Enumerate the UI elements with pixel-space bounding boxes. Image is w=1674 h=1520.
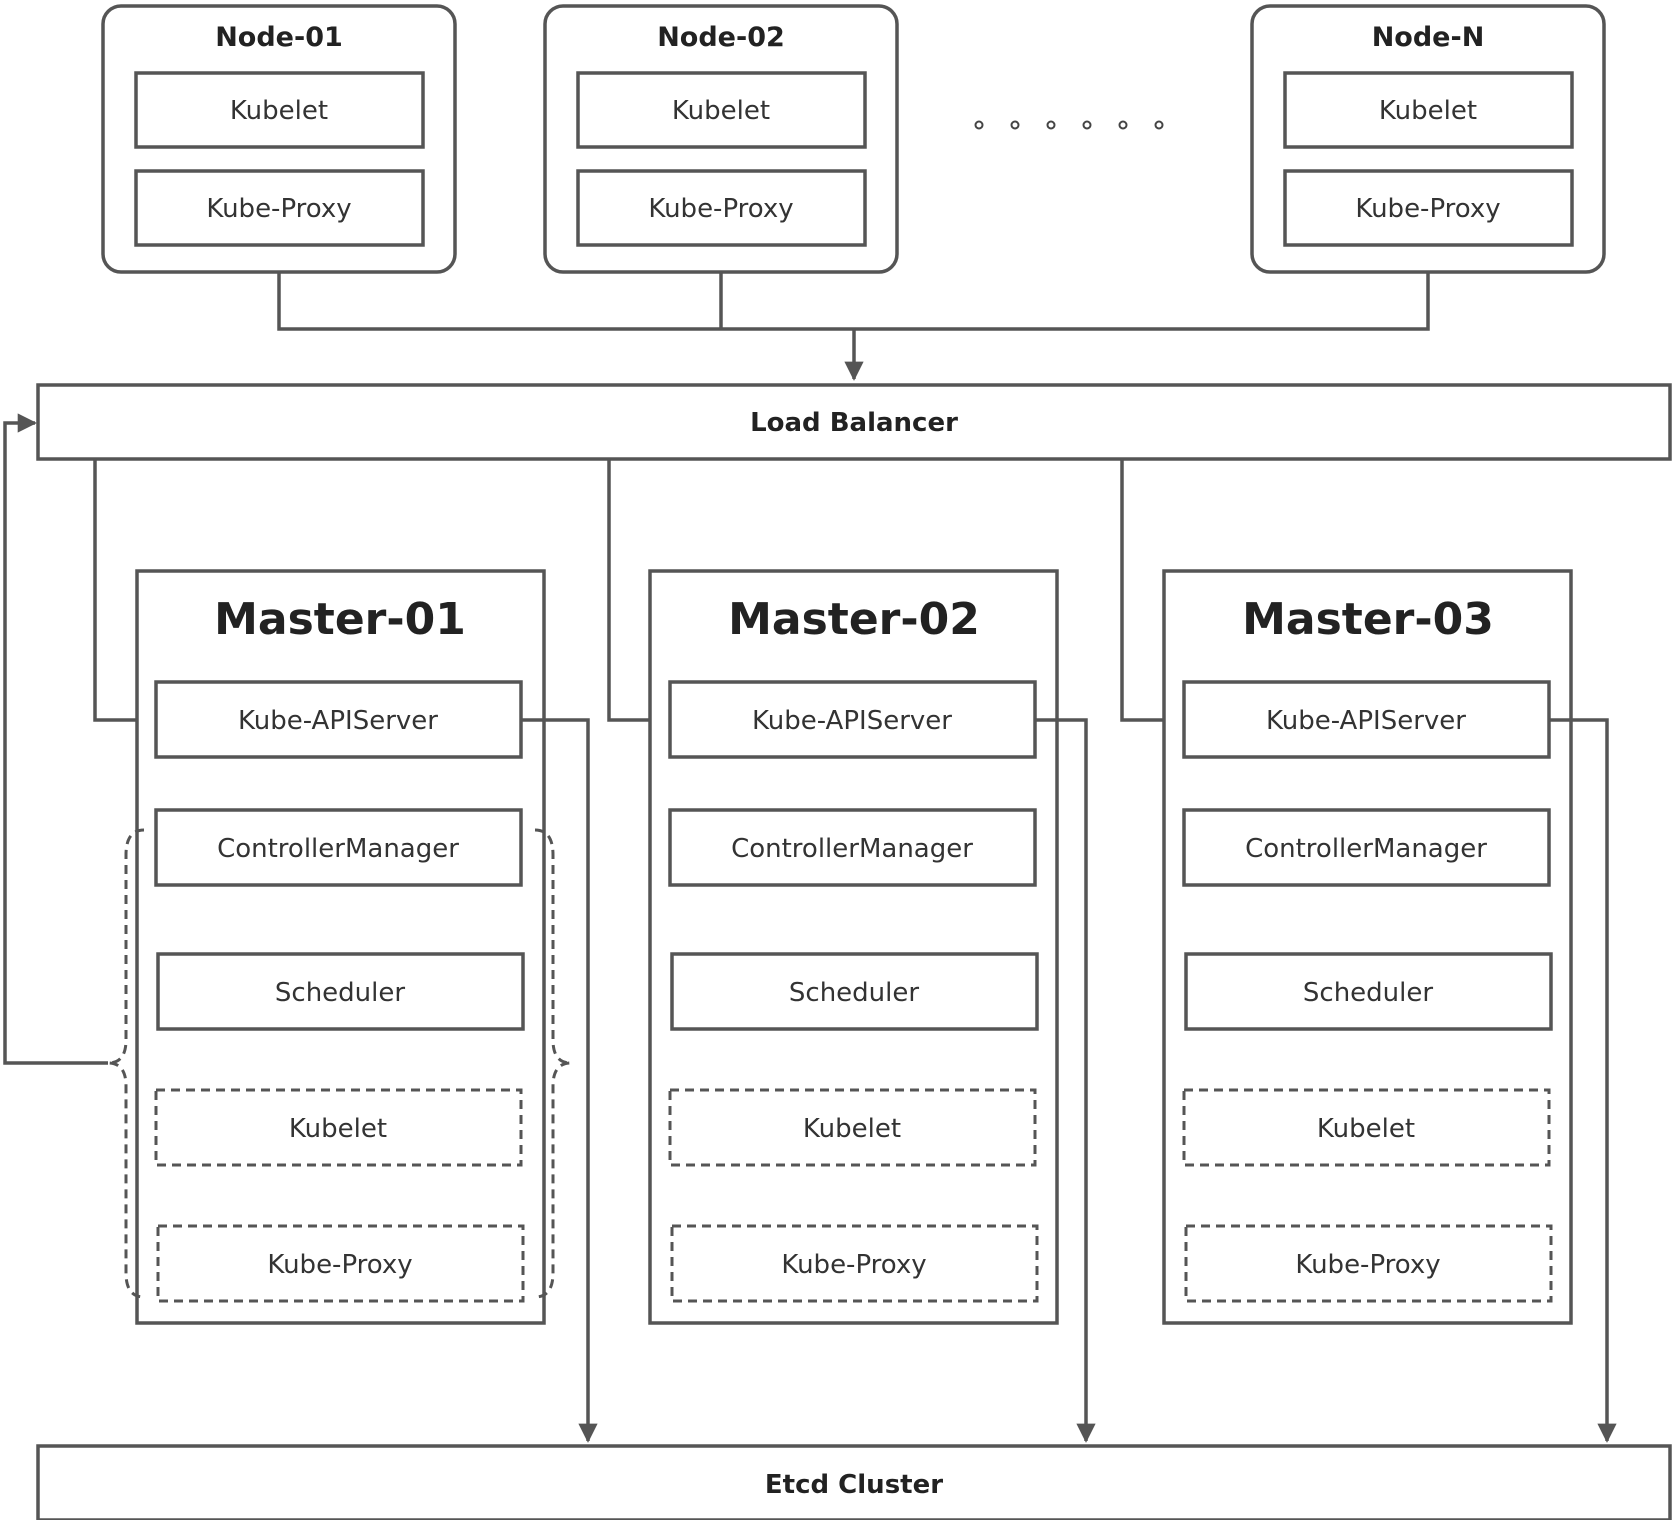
etcd-cluster-label: Etcd Cluster [765, 1470, 943, 1500]
master-03-scheduler-box [1184, 952, 1553, 1031]
node-01: Node-01 Kubelet Kube-Proxy [101, 4, 457, 274]
master-02-kubelet-box [668, 1088, 1037, 1167]
master-03-kube-proxy-label: Kube-Proxy [1295, 1250, 1440, 1280]
etcd-cluster: Etcd Cluster [36, 1444, 1672, 1520]
node-01-kube-proxy-box [134, 169, 425, 247]
load-balancer: Load Balancer [36, 383, 1672, 461]
node-02-kube-proxy-label: Kube-Proxy [648, 194, 793, 224]
ellipsis-dot [1154, 120, 1164, 130]
master-01-kube-proxy-label: Kube-Proxy [267, 1250, 412, 1280]
ellipsis-dots [974, 120, 1164, 130]
node-n-kube-proxy-label: Kube-Proxy [1355, 194, 1500, 224]
load-balancer-label: Load Balancer [750, 408, 958, 438]
node-01-kubelet-box [134, 71, 425, 149]
master-02-scheduler-label: Scheduler [789, 978, 919, 1008]
node-02-title: Node-02 [657, 22, 785, 53]
master-01-right-brace [534, 828, 572, 1299]
node-n-kube-proxy-box [1283, 169, 1574, 247]
master-03-apiserver-box [1182, 680, 1551, 759]
node-01-kubelet-label: Kubelet [230, 96, 328, 126]
node-01-kube-proxy-label: Kube-Proxy [206, 194, 351, 224]
master-02-kubelet-label: Kubelet [803, 1114, 901, 1144]
node-02: Node-02 Kubelet Kube-Proxy [543, 4, 899, 274]
lb-to-master-01-apiserver-arrow [93, 459, 155, 730]
master-01-kube-proxy-box [156, 1224, 525, 1303]
ellipsis-dot [1118, 120, 1128, 130]
master-01-scheduler-box [156, 952, 525, 1031]
master-03: Master-03 Kube-APIServer ControllerManag… [1162, 569, 1573, 1325]
master-03-scheduler-label: Scheduler [1303, 978, 1433, 1008]
master-03-apiserver-label: Kube-APIServer [1266, 706, 1466, 736]
master-01-controller-manager-label: ControllerManager [217, 834, 459, 864]
master-03-apiserver-to-etcd-arrow [1549, 718, 1617, 1443]
master-03-controller-manager-label: ControllerManager [1245, 834, 1487, 864]
ellipsis-dot [1082, 120, 1092, 130]
master-01-controller-manager-box [154, 808, 523, 887]
node-n-kubelet-label: Kubelet [1379, 96, 1477, 126]
node-01-title: Node-01 [215, 22, 343, 53]
master-02-controller-manager-label: ControllerManager [731, 834, 973, 864]
lb-to-master-02-apiserver-arrow [607, 459, 669, 730]
master-02-apiserver-box [668, 680, 1037, 759]
master-02-kube-proxy-box [670, 1224, 1039, 1303]
master-02-kube-proxy-label: Kube-Proxy [781, 1250, 926, 1280]
master-03-kubelet-box [1182, 1088, 1551, 1167]
node-02-kubelet-label: Kubelet [672, 96, 770, 126]
master-03-kube-proxy-box [1184, 1224, 1553, 1303]
master-02-apiserver-label: Kube-APIServer [752, 706, 952, 736]
master-01-to-load-balancer-arrow [3, 413, 108, 1065]
master-03-controller-manager-box [1182, 808, 1551, 887]
node-n-kubelet-box [1283, 71, 1574, 149]
master-01-apiserver-to-etcd-arrow [521, 718, 598, 1443]
master-01-kubelet-box [154, 1088, 523, 1167]
node-n: Node-N Kubelet Kube-Proxy [1250, 4, 1606, 274]
etcd-cluster-box [36, 1444, 1672, 1520]
node-02-kubelet-box [576, 71, 867, 149]
ellipsis-dot [974, 120, 984, 130]
master-01-left-brace [107, 828, 145, 1299]
ellipsis-dot [1046, 120, 1056, 130]
master-02-apiserver-to-etcd-arrow [1035, 718, 1096, 1443]
nodes-connector-line [277, 272, 1430, 331]
node-02-kube-proxy-box [576, 169, 867, 247]
master-03-title: Master-03 [1242, 594, 1494, 645]
node-n-title: Node-N [1372, 22, 1485, 53]
master-02-controller-manager-box [668, 808, 1037, 887]
master-01-kubelet-label: Kubelet [289, 1114, 387, 1144]
master-02: Master-02 Kube-APIServer ControllerManag… [648, 569, 1059, 1325]
ellipsis-dot [1010, 120, 1020, 130]
lb-to-master-03-apiserver-arrow [1120, 459, 1182, 730]
master-02-title: Master-02 [728, 594, 980, 645]
master-02-scheduler-box [670, 952, 1039, 1031]
master-01-scheduler-label: Scheduler [275, 978, 405, 1008]
master-03-kubelet-label: Kubelet [1317, 1114, 1415, 1144]
master-01-apiserver-label: Kube-APIServer [238, 706, 438, 736]
load-balancer-box [36, 383, 1672, 461]
master-01: Master-01 Kube-APIServer ControllerManag… [135, 569, 546, 1325]
master-01-title: Master-01 [214, 594, 466, 645]
